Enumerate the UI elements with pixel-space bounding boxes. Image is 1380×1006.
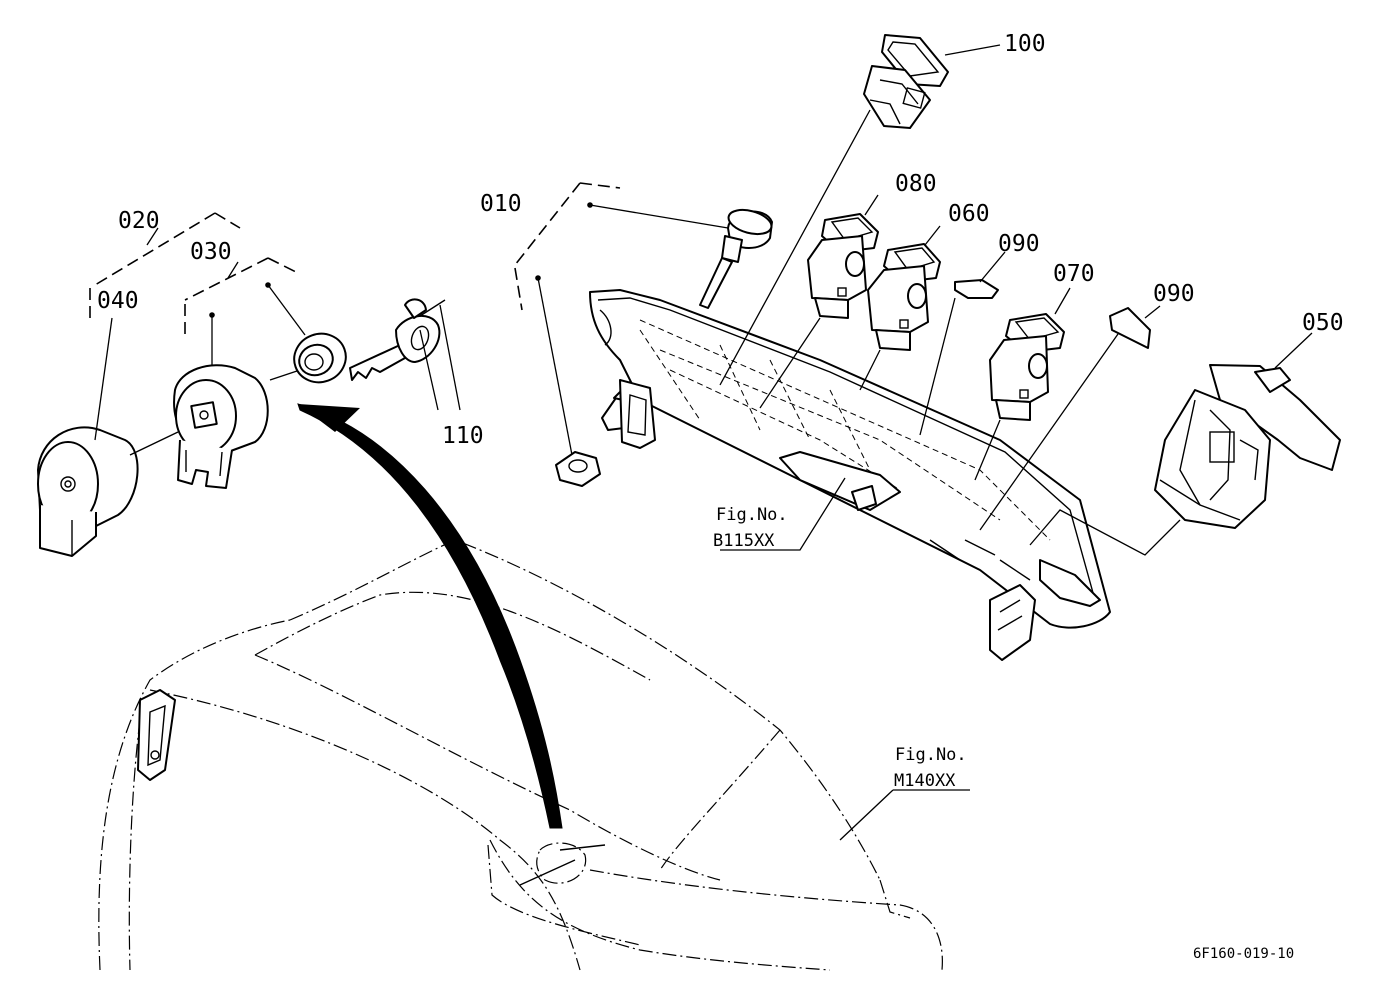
figure-references: Fig.No. B115XX Fig.No. M140XX bbox=[713, 505, 967, 791]
part-090-cap-a bbox=[954, 279, 999, 299]
switch-panel-bracket bbox=[589, 289, 1111, 661]
ref-m140-line1: Fig.No. bbox=[895, 745, 967, 765]
label-060: 060 bbox=[948, 201, 990, 227]
assembly-arrow bbox=[297, 403, 563, 829]
part-040-switch-body bbox=[37, 426, 179, 557]
part-080-switch bbox=[807, 213, 879, 319]
part-030-housing bbox=[173, 364, 301, 489]
part-100-switch bbox=[863, 34, 949, 129]
label-020: 020 bbox=[118, 208, 160, 234]
label-080: 080 bbox=[895, 171, 937, 197]
part-ring bbox=[293, 332, 347, 384]
label-030: 030 bbox=[190, 239, 232, 265]
label-090-a: 090 bbox=[998, 231, 1040, 257]
part-050-main-switch bbox=[1154, 364, 1341, 529]
label-050: 050 bbox=[1302, 310, 1344, 336]
ref-b115-line1: Fig.No. bbox=[716, 505, 788, 525]
ref-b115-line2: B115XX bbox=[713, 531, 775, 551]
arrow-head bbox=[298, 404, 360, 432]
label-040: 040 bbox=[97, 288, 139, 314]
part-labels: 100 080 060 090 070 090 050 010 020 030 … bbox=[97, 31, 1344, 449]
part-060-switch bbox=[867, 243, 941, 351]
label-110: 110 bbox=[442, 423, 484, 449]
ref-m140-line2: M140XX bbox=[894, 771, 956, 791]
part-090-cap-b bbox=[1109, 307, 1151, 349]
part-070-switch bbox=[989, 313, 1065, 421]
part-010-sensor bbox=[555, 208, 773, 487]
drawing-code: 6F160-019-10 bbox=[1193, 946, 1294, 962]
label-090-b: 090 bbox=[1153, 281, 1195, 307]
label-070: 070 bbox=[1053, 261, 1095, 287]
label-010: 010 bbox=[480, 191, 522, 217]
leader-lines bbox=[94, 44, 1313, 841]
label-100: 100 bbox=[1004, 31, 1046, 57]
group-brackets bbox=[89, 182, 621, 338]
part-110-key bbox=[349, 298, 446, 381]
fender-body bbox=[98, 539, 943, 971]
